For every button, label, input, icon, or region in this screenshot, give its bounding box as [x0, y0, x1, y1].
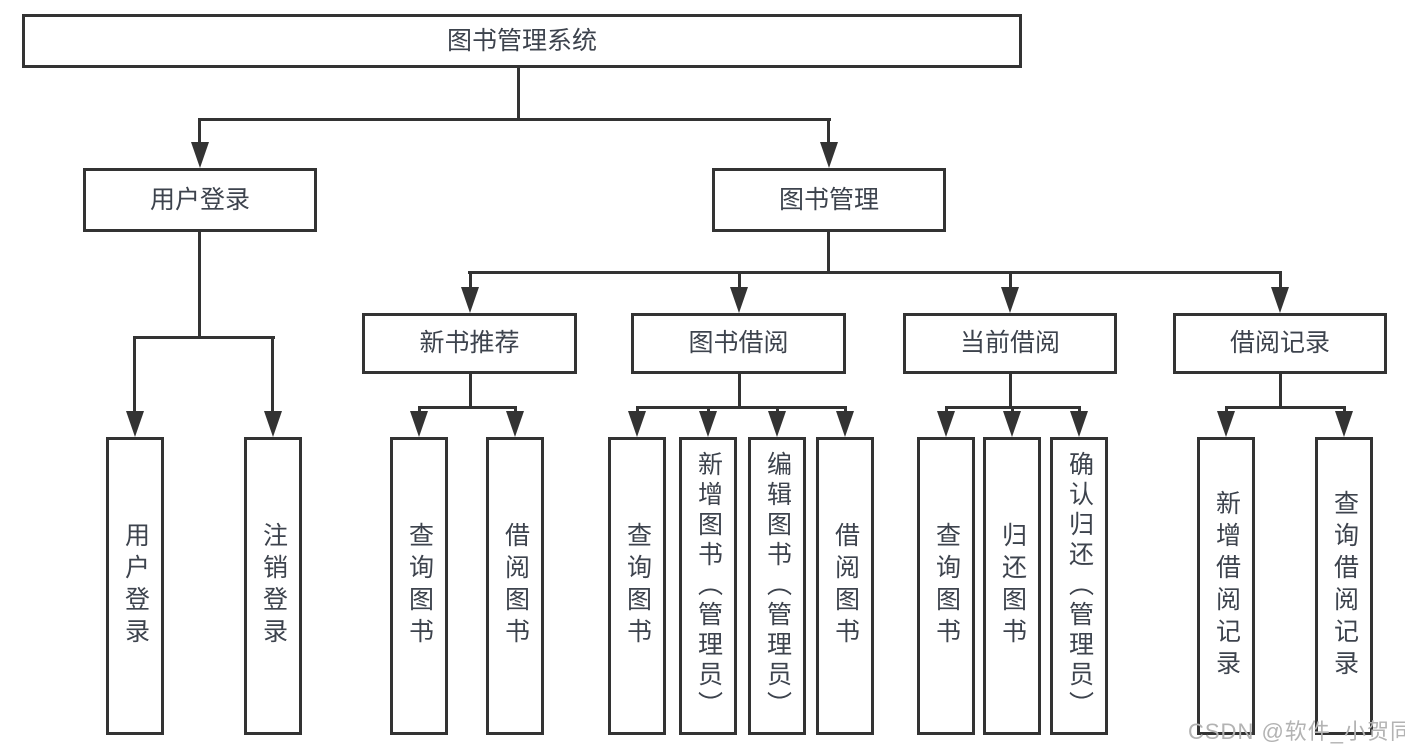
node-leaf-user-login: 用户登录 — [106, 437, 164, 735]
arrow-down-icon — [1001, 287, 1019, 313]
node-current-borrowing: 当前借阅 — [903, 313, 1117, 374]
arrow-down-icon — [1070, 411, 1088, 437]
arrow-down-icon — [461, 287, 479, 313]
connector-level2-hline — [198, 118, 831, 121]
connector-leaf-drop — [1225, 406, 1228, 413]
node-leaf-confirm-return-admin: 确认归还（管理员） — [1050, 437, 1108, 735]
node-leaf-add-books-admin: 新增图书（管理员） — [679, 437, 737, 735]
arrow-down-icon — [628, 411, 646, 437]
node-leaf-borrow-books-recommend: 借阅图书 — [486, 437, 544, 735]
connector-leaf-drop — [707, 406, 710, 413]
connector-book-borrow-hline — [636, 406, 847, 409]
arrow-down-icon — [937, 411, 955, 437]
connector-root-stem — [517, 68, 520, 121]
node-leaf-return-books: 归还图书 — [983, 437, 1041, 735]
connector-book-borrow-stem — [738, 374, 741, 409]
connector-leaf-drop — [1078, 406, 1081, 413]
connector-leaf-drop — [945, 406, 948, 413]
arrow-down-icon — [1003, 411, 1021, 437]
arrow-down-icon — [1335, 411, 1353, 437]
connector-leaf-drop — [1343, 406, 1346, 413]
node-leaf-borrow-books: 借阅图书 — [816, 437, 874, 735]
node-leaf-query-books-current: 查询图书 — [917, 437, 975, 735]
connector-current-borrow-stem — [1009, 374, 1012, 409]
node-leaf-query-borrow-record: 查询借阅记录 — [1315, 437, 1373, 735]
connector-leaf-drop — [271, 336, 274, 412]
connector-user-login-drop — [198, 118, 201, 144]
connector-leaf-drop — [469, 271, 472, 290]
arrow-down-icon — [820, 142, 838, 168]
connector-leaf-drop — [133, 336, 136, 412]
arrow-down-icon — [506, 411, 524, 437]
connector-book-mgmt-stem — [827, 232, 830, 274]
node-leaf-query-books-recommend: 查询图书 — [390, 437, 448, 735]
connector-new-book-hline — [418, 406, 517, 409]
connector-borrow-records-stem — [1279, 374, 1282, 409]
node-book-management: 图书管理 — [712, 168, 946, 232]
connector-leaf-drop — [844, 406, 847, 413]
connector-leaf-drop — [1009, 271, 1012, 290]
arrow-down-icon — [768, 411, 786, 437]
arrow-down-icon — [1271, 287, 1289, 313]
connector-leaf-drop — [1279, 271, 1282, 290]
node-leaf-edit-books-admin: 编辑图书（管理员） — [748, 437, 806, 735]
csdn-watermark: CSDN @软件_小贺同学 — [1188, 719, 1405, 744]
arrow-down-icon — [1217, 411, 1235, 437]
node-leaf-add-borrow-record: 新增借阅记录 — [1197, 437, 1255, 735]
node-user-login-branch: 用户登录 — [83, 168, 317, 232]
connector-leaf-drop — [738, 271, 741, 290]
node-leaf-logout: 注销登录 — [244, 437, 302, 735]
arrow-down-icon — [699, 411, 717, 437]
node-borrowing-records: 借阅记录 — [1173, 313, 1387, 374]
node-leaf-query-books-borrowing: 查询图书 — [608, 437, 666, 735]
arrow-down-icon — [836, 411, 854, 437]
connector-leaf-drop — [418, 406, 421, 413]
connector-user-login-stem — [198, 232, 201, 339]
arrow-down-icon — [191, 142, 209, 168]
arrow-down-icon — [264, 411, 282, 437]
connector-user-login-hline — [133, 336, 275, 339]
connector-borrow-records-hline — [1225, 406, 1346, 409]
connector-leaf-drop — [636, 406, 639, 413]
connector-leaf-drop — [514, 406, 517, 413]
node-new-book-recommendation: 新书推荐 — [362, 313, 577, 374]
connector-level3-hline — [468, 271, 1282, 274]
node-library-management-system: 图书管理系统 — [22, 14, 1022, 68]
connector-leaf-drop — [1011, 406, 1014, 413]
arrow-down-icon — [410, 411, 428, 437]
arrow-down-icon — [126, 411, 144, 437]
connector-new-book-stem — [469, 374, 472, 409]
node-book-borrowing: 图书借阅 — [631, 313, 846, 374]
connector-leaf-drop — [776, 406, 779, 413]
arrow-down-icon — [730, 287, 748, 313]
connector-book-mgmt-drop — [827, 118, 830, 144]
